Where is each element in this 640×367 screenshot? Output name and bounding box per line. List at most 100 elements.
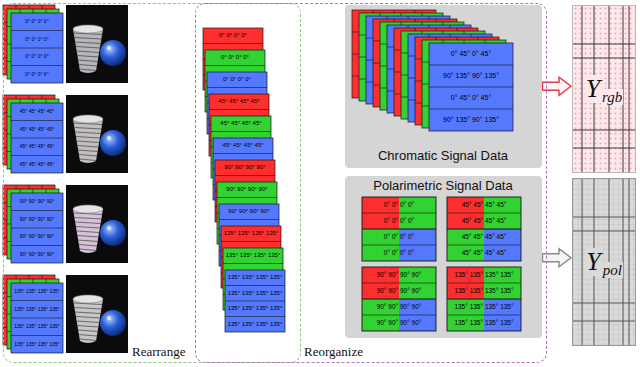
- angle-label: 0° 0° 0° 0°: [11, 13, 63, 31]
- output-texture: [573, 6, 635, 172]
- angle-label: 45° 45° 45° 45°: [209, 94, 269, 110]
- cup-stripe: [77, 236, 98, 238]
- grid-row-line: [209, 109, 269, 110]
- grid-row-line: [447, 314, 521, 315]
- cup-stripe: [75, 132, 101, 134]
- cup-stripe: [75, 222, 101, 224]
- grid-row-line: [362, 244, 436, 245]
- output-grid-line: [629, 179, 630, 345]
- grid-row-line: [213, 153, 273, 154]
- grid-row-line: [447, 212, 521, 213]
- rearranged-grid: [225, 270, 285, 332]
- grid-row-line: [447, 282, 521, 283]
- grid-row-line: [362, 282, 436, 283]
- symbol-subscript: rgb: [601, 89, 623, 106]
- rearrange-region: Rearrange: [3, 3, 301, 363]
- cup: [73, 299, 103, 343]
- grid-border: [362, 197, 436, 261]
- grid-row-line: [429, 108, 513, 109]
- angle-label: 0° 0° 0° 0°: [11, 31, 63, 49]
- grid-row-line: [447, 244, 521, 245]
- grid-row-line: [223, 263, 283, 264]
- cup-rim: [73, 205, 103, 213]
- grid-row-line: [11, 228, 63, 229]
- photo-background: [66, 95, 128, 173]
- cup: [73, 209, 103, 253]
- photo-background: [66, 5, 128, 83]
- angle-label: 0° 0° 0° 0°: [203, 28, 263, 44]
- angle-label: 135° 135° 135° 135°: [11, 318, 63, 336]
- grid-cell-fill: [11, 283, 63, 353]
- grid-row-line: [215, 175, 275, 176]
- grid-row-line: [11, 65, 63, 66]
- blue-channel-grid: [11, 283, 63, 353]
- angle-label: 90° 90° 90° 90°: [217, 182, 277, 198]
- grid-row-line: [11, 300, 63, 301]
- symbol-letter: Y: [585, 248, 601, 277]
- grid-row-line: [207, 87, 267, 88]
- output-grid-line: [582, 6, 583, 172]
- ball-highlight: [107, 226, 111, 230]
- angle-label: 90° 90° 90° 90°: [11, 228, 63, 246]
- cup-stripe: [74, 128, 101, 130]
- cup-stripe: [77, 56, 98, 58]
- grid-row-line: [362, 212, 436, 213]
- cup-stripe: [76, 137, 100, 139]
- ball: [100, 220, 126, 246]
- grid-cell-fill: [429, 43, 513, 131]
- grid-row-line: [11, 318, 63, 319]
- angle-label: 90° 90° 90° 90°: [11, 246, 63, 264]
- cup: [73, 29, 103, 73]
- cup-rim: [73, 295, 103, 303]
- cup-stripe: [75, 312, 101, 314]
- output-grid-line: [573, 231, 635, 232]
- grid-row-line: [11, 210, 63, 211]
- grid-border: [447, 267, 521, 331]
- cup-stripe: [80, 159, 97, 161]
- angle-label: 0° 0° 0° 0°: [11, 48, 63, 66]
- mosaic-grid: [362, 197, 436, 261]
- cup-stripe: [79, 155, 97, 157]
- mosaic-grid: [447, 197, 521, 261]
- chromatic-stack-art: [345, 5, 542, 168]
- grid-row-line: [11, 48, 63, 49]
- cup-stripe: [77, 141, 100, 143]
- grid-row-line: [11, 120, 63, 121]
- angle-label: 90° 90° 90° 90°: [215, 160, 275, 176]
- angle-label: 90° 90° 90° 90°: [219, 204, 279, 220]
- polarimetric-data-panel: Polarimetric Signal Data: [345, 176, 542, 338]
- cup-stripe: [78, 240, 98, 242]
- grid-row-line: [362, 314, 436, 315]
- cup-stripe: [76, 317, 100, 319]
- cup-stripe: [78, 150, 98, 152]
- output-grid-line: [573, 148, 635, 149]
- grid-row-line: [225, 285, 285, 286]
- cup-stripe: [77, 231, 100, 233]
- grid-row-line: [11, 335, 63, 336]
- chromatic-grid: [429, 43, 513, 131]
- cup-stripe: [76, 227, 100, 229]
- grid-row-line: [225, 301, 285, 302]
- angle-label: 135° 135° 135° 135°: [225, 286, 285, 302]
- angle-label: 135° 135° 135° 135°: [225, 301, 285, 317]
- blue-channel-grid: [11, 103, 63, 173]
- grid-row-line: [447, 298, 521, 299]
- grid-row-line: [362, 228, 436, 229]
- angle-label: 45° 45° 45° 45°: [11, 138, 63, 156]
- ball: [100, 310, 126, 336]
- rgb-output-map: Yrgb: [572, 5, 636, 173]
- cup-stripe: [79, 65, 97, 67]
- grid-cell-fill: [11, 103, 63, 173]
- angle-label: 135° 135° 135° 135°: [225, 270, 285, 286]
- angle-label: 135° 135° 135° 135°: [223, 248, 283, 264]
- angle-label: 135° 135° 135° 135°: [225, 317, 285, 333]
- angle-label: 0° 0° 0° 0°: [205, 50, 265, 66]
- reorganize-region: ReorganizeChromatic Signal DataPolarimet…: [195, 3, 547, 363]
- grid-row-line: [11, 155, 63, 156]
- symbol-letter: Y: [585, 75, 601, 104]
